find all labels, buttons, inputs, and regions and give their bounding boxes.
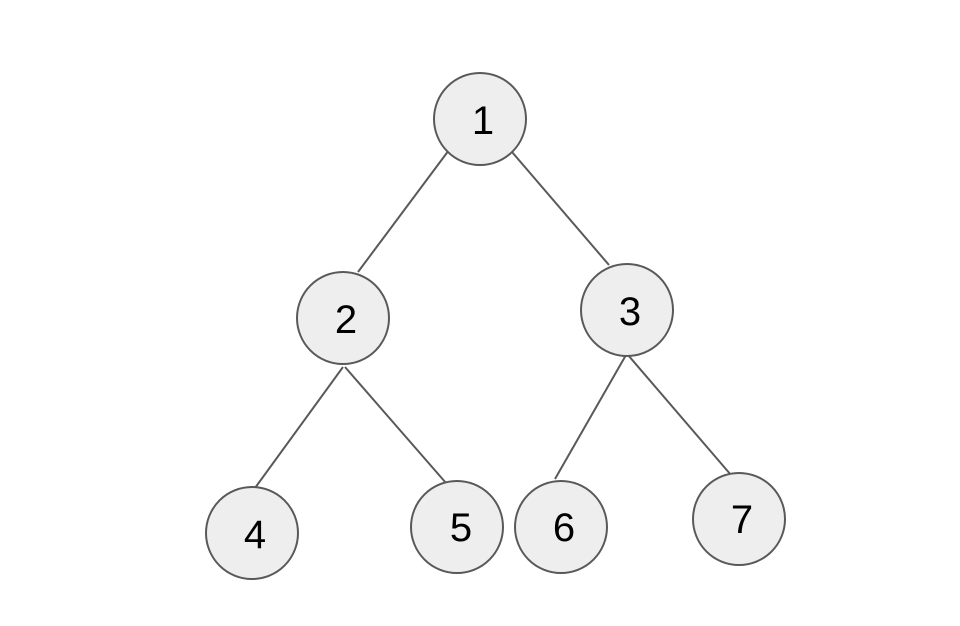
- tree-nodes: 1 2 3 4 5 6 7: [205, 72, 786, 580]
- edge-3-6: [554, 354, 627, 480]
- node-label: 6: [553, 506, 575, 550]
- tree-node-4: 4: [205, 486, 299, 580]
- node-circle: [514, 480, 608, 574]
- tree-edges: [254, 149, 732, 489]
- edge-1-3: [511, 151, 610, 266]
- tree-node-3: 3: [580, 263, 674, 357]
- edge-2-4: [254, 366, 344, 489]
- node-label: 7: [731, 498, 753, 542]
- tree-node-2: 2: [296, 271, 390, 365]
- node-circle: [410, 480, 504, 574]
- node-circle: [580, 263, 674, 357]
- tree-node-6: 6: [514, 480, 608, 574]
- tree-node-1: 1: [433, 72, 527, 166]
- node-circle: [205, 486, 299, 580]
- node-circle: [692, 472, 786, 566]
- node-label: 4: [244, 513, 266, 557]
- edge-2-5: [344, 366, 447, 484]
- node-label: 5: [450, 506, 472, 550]
- node-label: 1: [472, 99, 494, 143]
- edge-1-2: [357, 149, 450, 273]
- node-circle: [433, 72, 527, 166]
- tree-node-5: 5: [410, 480, 504, 574]
- node-circle: [296, 271, 390, 365]
- node-label: 2: [335, 298, 357, 342]
- tree-node-7: 7: [692, 472, 786, 566]
- edge-3-7: [627, 354, 732, 476]
- node-label: 3: [619, 290, 641, 334]
